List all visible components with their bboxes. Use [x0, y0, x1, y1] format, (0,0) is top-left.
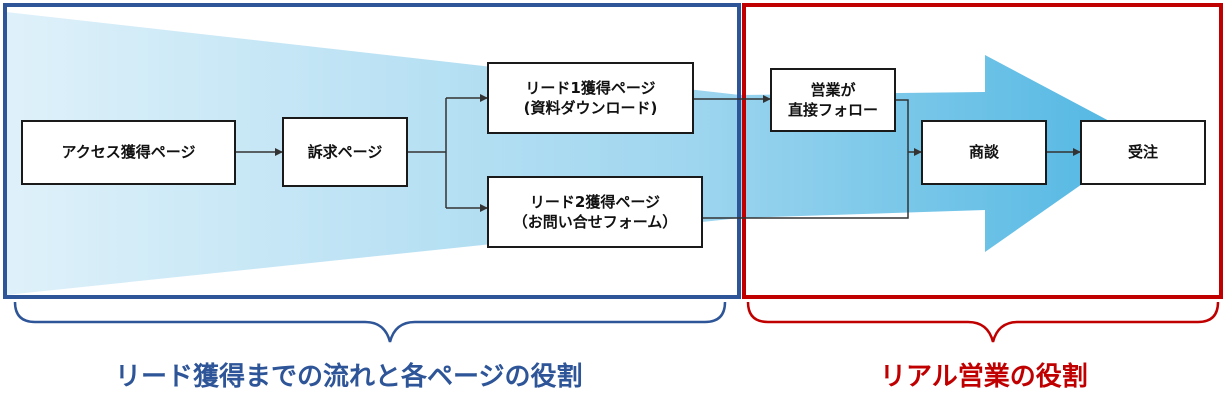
order-node: 受注 — [1080, 120, 1206, 185]
sales-follow-label-line1: 営業が — [810, 80, 856, 99]
lead-section-brace — [13, 301, 727, 343]
connector-lead2-merge — [703, 152, 909, 219]
sales-follow-node: 営業が 直接フォロー — [770, 68, 896, 132]
lead-section-frame — [3, 3, 741, 299]
access-page-node: アクセス獲得ページ — [21, 120, 236, 185]
sales-section-brace — [746, 301, 1220, 343]
negotiation-node: 商談 — [921, 120, 1047, 185]
lead2-page-label-line1: リード2獲得ページ — [529, 192, 661, 211]
lead1-page-label-line2: (資料ダウンロード) — [523, 99, 658, 117]
sales-follow-label-line2: 直接フォロー — [787, 101, 878, 119]
access-page-label: アクセス獲得ページ — [61, 143, 196, 162]
lead1-page-node: リード1獲得ページ (資料ダウンロード) — [487, 62, 694, 134]
lead2-page-label-line2: （お問い合せフォーム） — [512, 213, 678, 231]
appeal-page-label: 訴求ページ — [307, 142, 383, 161]
negotiation-label: 商談 — [968, 143, 999, 162]
sales-section-caption: リアル営業の役割 — [880, 362, 1088, 392]
lead1-page-label-line1: リード1獲得ページ — [525, 78, 656, 97]
appeal-page-node: 訴求ページ — [282, 117, 408, 187]
connector-follow-merge — [896, 99, 909, 152]
lead2-page-node: リード2獲得ページ （お問い合せフォーム） — [487, 176, 703, 248]
lead-section-caption: リード獲得までの流れと各ページの役割 — [115, 362, 583, 392]
order-label: 受注 — [1127, 143, 1158, 162]
sales-section-frame — [742, 3, 1223, 299]
flow-funnel-arrow — [6, 12, 1145, 295]
